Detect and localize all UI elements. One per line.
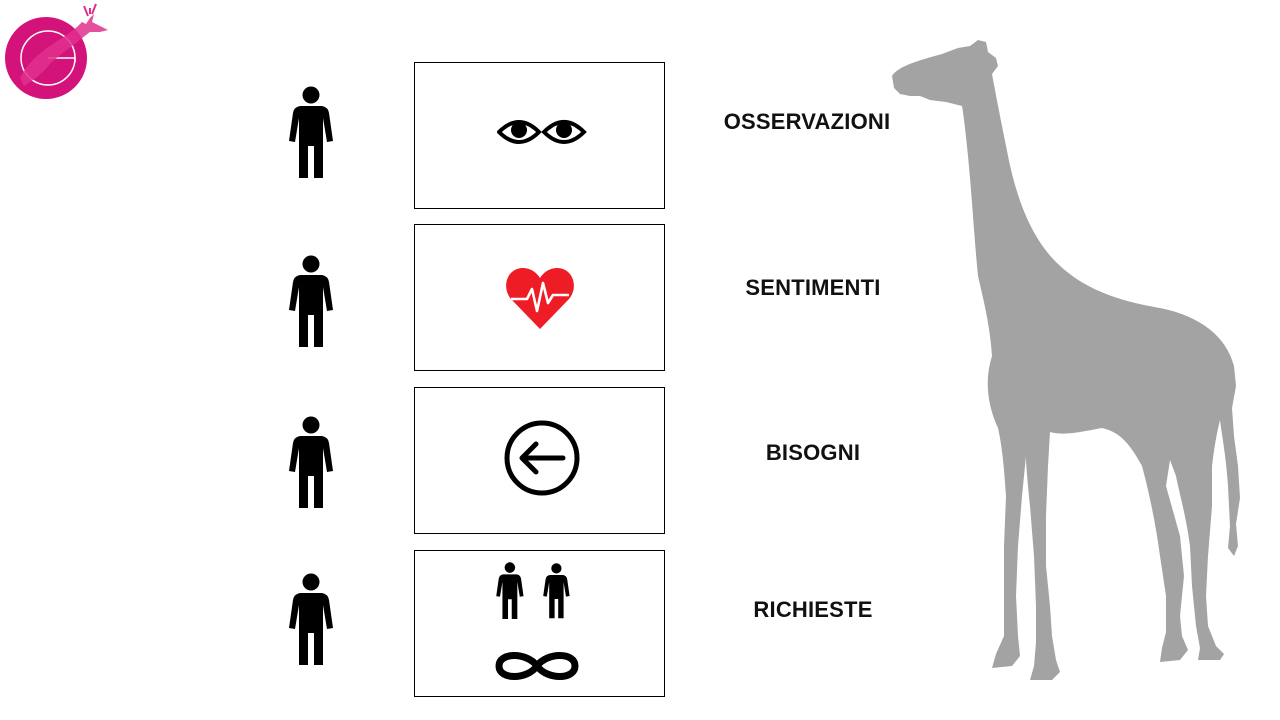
feelings-card	[414, 224, 665, 371]
requests-card	[414, 550, 665, 697]
giraffe-silhouette	[880, 36, 1260, 686]
label-needs: BISOGNI	[765, 440, 861, 465]
label-requests: RICHIESTE	[753, 597, 873, 622]
people-infinity-icon	[495, 562, 579, 680]
person-icon	[287, 416, 335, 515]
label-observations: OSSERVAZIONI	[723, 109, 891, 134]
person-icon	[287, 255, 335, 354]
needs-card	[414, 387, 665, 534]
observations-card	[414, 62, 665, 209]
person-icon	[287, 573, 335, 672]
eyes-icon	[497, 120, 587, 144]
person-icon	[287, 86, 335, 185]
brand-logo	[4, 2, 108, 102]
circle-arrow-left-icon	[504, 420, 580, 496]
label-feelings: SENTIMENTI	[745, 275, 881, 300]
heartbeat-icon	[506, 268, 574, 329]
